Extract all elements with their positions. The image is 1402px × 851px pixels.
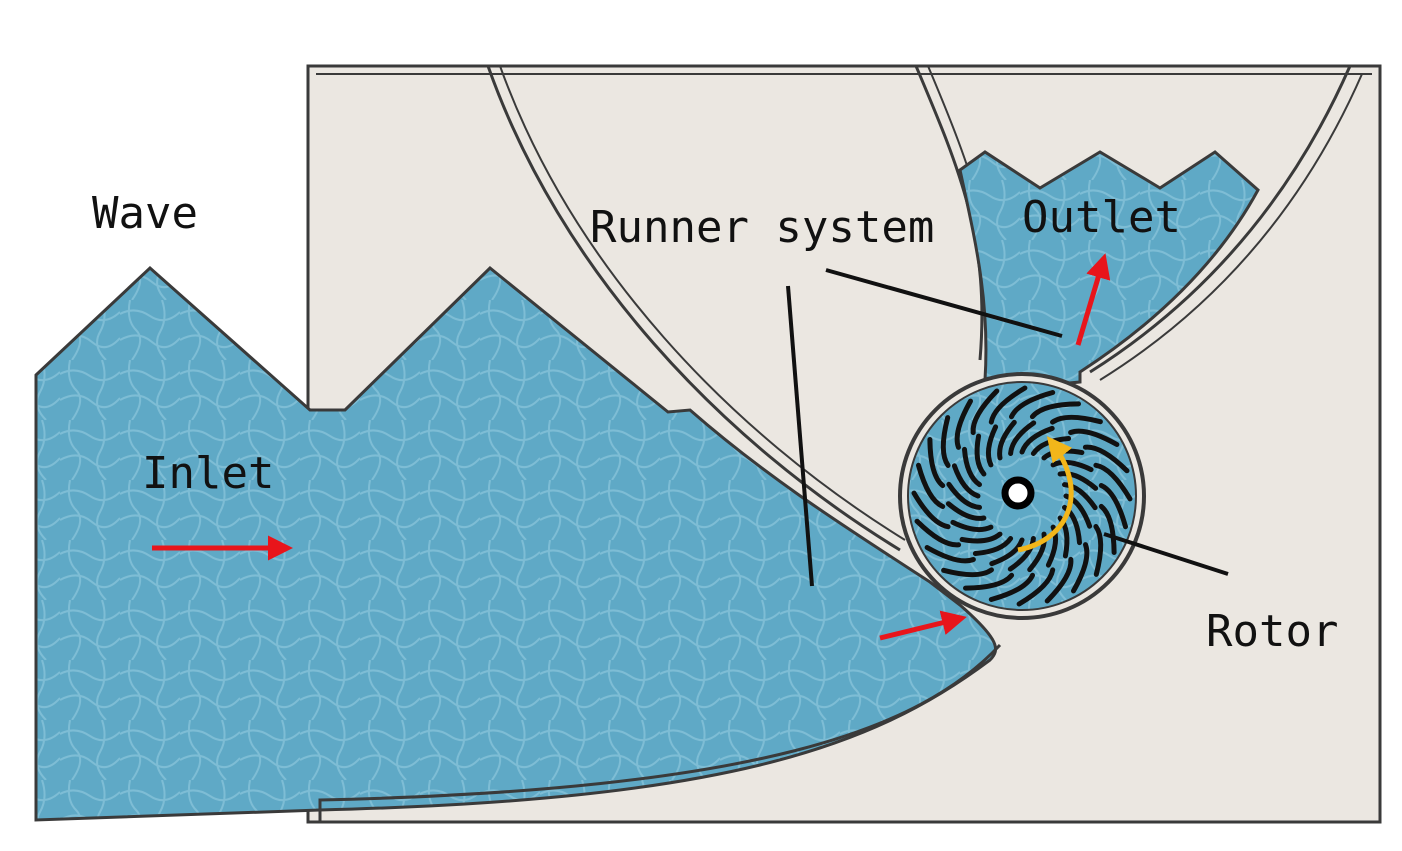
outlet-side-wall (1089, 65, 1352, 374)
rotor-blade (972, 536, 1014, 556)
rotor-blade (985, 424, 999, 468)
rotor-blade (1016, 567, 1056, 607)
outlet-flow-arrow (1075, 253, 1111, 346)
rotor-leader-line (1103, 532, 1229, 576)
inlet-label: Inlet (142, 448, 274, 499)
rotor-blade (951, 463, 981, 499)
rotor-blade (988, 572, 1035, 602)
rotor-blade (1093, 524, 1104, 577)
rotor-blade (1057, 471, 1099, 491)
rotor-blade (962, 446, 982, 488)
rotor-blade (940, 415, 951, 468)
rotor-blade (1063, 493, 1093, 529)
rotor-blade (989, 537, 1025, 567)
rotor-blade (1009, 390, 1056, 420)
rotor-blade (974, 433, 987, 477)
rotor-blade (916, 462, 946, 509)
rotor-blade (1008, 420, 1037, 456)
runner-flow-arrow (879, 610, 967, 641)
rotor-blade (927, 437, 946, 489)
rotor-blade (1050, 414, 1103, 425)
rotor-blade (911, 490, 951, 530)
rotor-blade (945, 501, 987, 521)
rotor-blade (970, 388, 1000, 436)
rotor-label: Rotor (1206, 606, 1338, 657)
rotor-blade (1007, 536, 1036, 572)
rotor-blade (1093, 462, 1133, 502)
runner-channel-wall-left (486, 65, 901, 552)
runner-channel-wall-left-inner (499, 65, 906, 541)
rotor-blade (1098, 483, 1128, 530)
rotor-blade (988, 385, 1028, 425)
runner-leader-line-1 (786, 285, 814, 587)
rotor-blade (954, 398, 973, 450)
rotor-blade (1071, 542, 1090, 594)
rotor-rotation-arrow (1017, 436, 1074, 553)
runner-leader-line-2 (825, 268, 1063, 338)
rotor-blade (1044, 556, 1074, 604)
runner-system-label: Runner system (590, 202, 934, 253)
rotor-blade (1082, 444, 1130, 474)
rotor-blade (1019, 425, 1055, 455)
lower-guide-wall (318, 643, 1002, 822)
rotor-blade (1062, 482, 1098, 511)
outlet-label: Outlet (1022, 192, 1181, 243)
rotor-blade (1029, 401, 1081, 420)
rotor-blade (1027, 531, 1047, 573)
rotor-blade (950, 519, 994, 533)
wave-label: Wave (92, 188, 198, 239)
rotor-blade (997, 419, 1017, 461)
rotor-blade (941, 567, 994, 578)
outlet-side-wall-inner (1099, 73, 1363, 381)
rotor-blade (1098, 503, 1117, 555)
rotor-blade (914, 518, 962, 548)
rotor-hub (1001, 476, 1035, 510)
rotor-blade (946, 481, 982, 510)
rotor-blade (1068, 428, 1120, 447)
rotor-blade (959, 531, 1003, 544)
rotor-blade (963, 572, 1015, 591)
rotor-blade (924, 545, 976, 564)
